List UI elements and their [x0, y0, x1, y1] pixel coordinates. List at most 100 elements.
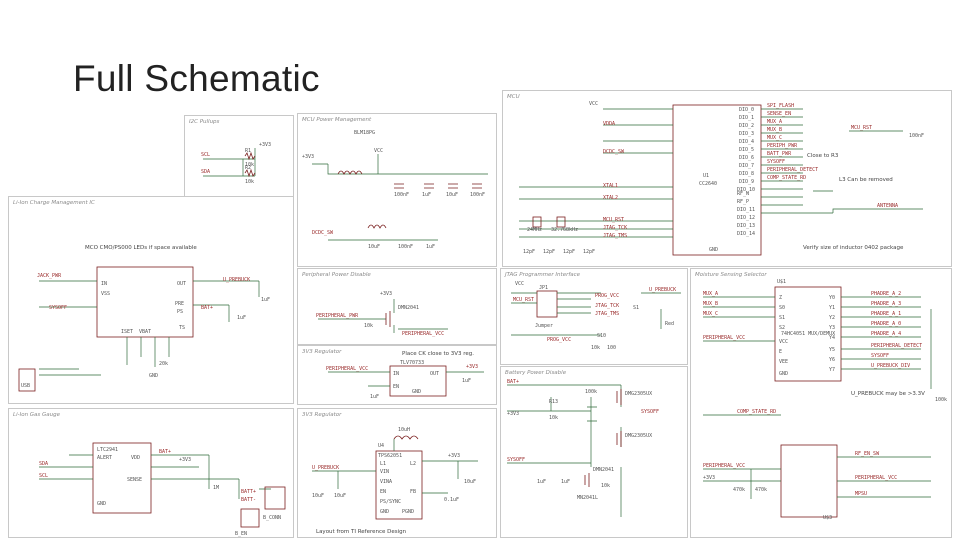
peripheral-power-schematic: PERIPHERAL_PWR PERIPHERAL_VCC +3V3 DMN20… — [316, 291, 448, 337]
pin-label: DIO_10 — [737, 187, 755, 193]
cap-value: 1uF — [426, 244, 435, 250]
note: L3 Can be removed — [839, 177, 893, 183]
crystal-label: 24MHz — [527, 227, 542, 233]
cap-value: 12pF — [563, 249, 575, 255]
pin-label: VSS — [101, 291, 110, 297]
net-label: VCC — [589, 101, 598, 107]
charge-management-schematic: MCO CMO/PS000 LEDs if space available JA… — [18, 245, 270, 392]
pin-label: IN — [101, 281, 107, 287]
panel-jtag: JTAG Programmer Interface VCC JP1 MCU_RS… — [500, 268, 688, 365]
panel-peripheral-power: Peripheral Power Disable PERIPHERAL_PWR … — [297, 268, 497, 345]
pin-label: Y1 — [829, 305, 835, 311]
panel-moisture-selector: Moisture Sensing Selector U$1 74HC4051 M… — [690, 268, 952, 538]
panel-gas-gauge: Li-Ion Gas Gauge LTC2941 SDA SCL BAT+ +3… — [8, 408, 294, 538]
net-label: +3V3 — [703, 475, 715, 481]
battery-disable-schematic: BAT+ +3V3 R13 10k 100k SYSOFF SYSOFF DMG… — [507, 379, 659, 517]
net-label: COMP_STATE_RD — [737, 409, 776, 415]
panel-note: Place CK close to 3V3 reg. — [402, 351, 474, 357]
panel-title: Battery Power Disable — [505, 370, 567, 376]
pin-label: DIO_12 — [737, 215, 755, 221]
panel-title: Moisture Sensing Selector — [695, 272, 767, 278]
pin-label: DIO_1 — [739, 115, 754, 121]
pin-label: FB — [410, 489, 416, 495]
panel-title: 3V3 Regulator — [302, 349, 342, 355]
value-r2: 10k — [245, 179, 254, 185]
pin-label: S0 — [779, 305, 785, 311]
net-label: RF_EN_SW — [855, 451, 880, 457]
panel-i2c-pullups: I2C Pullups SCL SDA R1 10k R2 10k +3V3 — [184, 115, 294, 197]
net-label: JTAG_TMS — [595, 311, 619, 317]
net-label: SENSE_EN — [767, 111, 791, 117]
usb-label: USB — [21, 383, 30, 389]
net-label: VDDA — [603, 121, 615, 127]
pin-label: DIO_8 — [739, 171, 754, 177]
net-label: PROG_VCC — [595, 293, 619, 299]
part-label: DMG2305UX — [625, 433, 652, 439]
part-label: DMN2041 — [593, 467, 614, 473]
pin-label: Y5 — [829, 347, 835, 353]
pin-label: VEE — [779, 359, 788, 365]
pin-label: PRE — [175, 301, 184, 307]
pin-label: S1 — [779, 315, 785, 321]
ref-r1: R1 — [245, 148, 251, 154]
net-label: SDA — [39, 461, 48, 467]
part-label: MN2041L — [577, 495, 598, 501]
net-label: U_PREBUCK — [312, 465, 339, 471]
led-label: Red — [665, 321, 674, 327]
pin-label: ISET — [121, 329, 133, 335]
part-ref: R13 — [549, 399, 558, 405]
part-ref: U$1 — [777, 279, 786, 285]
net-label: MCU_RST — [851, 125, 872, 131]
pin-label: DIO_5 — [739, 147, 754, 153]
pin-label: DIO_14 — [737, 231, 755, 237]
i2c-pullups-schematic: SCL SDA R1 10k R2 10k +3V3 — [201, 142, 271, 185]
panel-title: MCU Power Management — [302, 117, 372, 123]
part-label: Jumper — [535, 323, 553, 329]
net-label: SCL — [39, 473, 48, 479]
res-value: 100k — [585, 389, 597, 395]
panel-title: MCU — [507, 94, 520, 100]
pin-label: RF_P — [737, 199, 749, 205]
pin-label: Y3 — [829, 325, 835, 331]
cap-value: 1uF — [561, 479, 570, 485]
part-ref: S10 — [597, 333, 606, 339]
net-label: BAT+ — [159, 449, 171, 455]
part-label: BLM18PG — [354, 130, 375, 136]
connector-label: B_CONN — [263, 515, 281, 521]
net-label: PHADRE_A_3 — [871, 301, 901, 307]
pin-label: L2 — [410, 461, 416, 467]
res-value: 1M — [213, 485, 219, 491]
cap-value: 10uF — [464, 479, 476, 485]
pin-label: DIO_3 — [739, 131, 754, 137]
net-label: MPSU — [855, 491, 867, 497]
net-label: SYSOFF — [871, 353, 889, 359]
jtag-schematic: VCC JP1 MCU_RST JTAG_TCK JTAG_TMS PROG_V… — [511, 281, 681, 351]
net-label: BAT+ — [507, 379, 519, 385]
pin-label: Y2 — [829, 315, 835, 321]
net-label: XTAL1 — [603, 183, 618, 189]
value-r1: 10k — [245, 162, 254, 168]
net-label: MUX_C — [703, 311, 718, 317]
pin-label: DIO_7 — [739, 163, 754, 169]
ldo-schematic: Place CK close to 3V3 reg. TLV70733 PERI… — [326, 351, 484, 400]
net-label: MUX_B — [767, 127, 782, 133]
net-label: COMP_STATE_RD — [767, 175, 806, 181]
ground-label: GND — [149, 373, 158, 379]
cap-value: 1uF — [462, 378, 471, 384]
note: U_PREBUCK may be >3.3V — [851, 391, 925, 397]
panel-note: MCO CMO/PS000 LEDs if space available — [85, 245, 197, 251]
net-label: PERIPHERAL_VCC — [703, 335, 745, 341]
net-label: JTAG_TMS — [603, 233, 627, 239]
net-label: +3V3 — [448, 453, 460, 459]
net-label: +3V3 — [507, 411, 519, 417]
cap-value: 10uF — [446, 192, 458, 198]
pin-label: GND — [412, 389, 421, 395]
net-label: SPI_FLASH — [767, 103, 794, 109]
panel-mcu: MCU VCC VDDA DCDC_SW XTAL1 XTAL2 MCU_RST… — [502, 90, 952, 267]
net-label: BATT- — [241, 497, 256, 503]
net-label: MUX_B — [703, 301, 718, 307]
moisture-selector-schematic: U$1 74HC4051 MUX/DEMUX MUX_A MUX_B MUX_C… — [703, 279, 947, 521]
panel-mcu-power: MCU Power Management BLM18PG VCC DCDC_SW… — [297, 113, 497, 267]
pin-label: PS/SYNC — [380, 499, 401, 505]
pin-label: Z — [779, 295, 782, 301]
